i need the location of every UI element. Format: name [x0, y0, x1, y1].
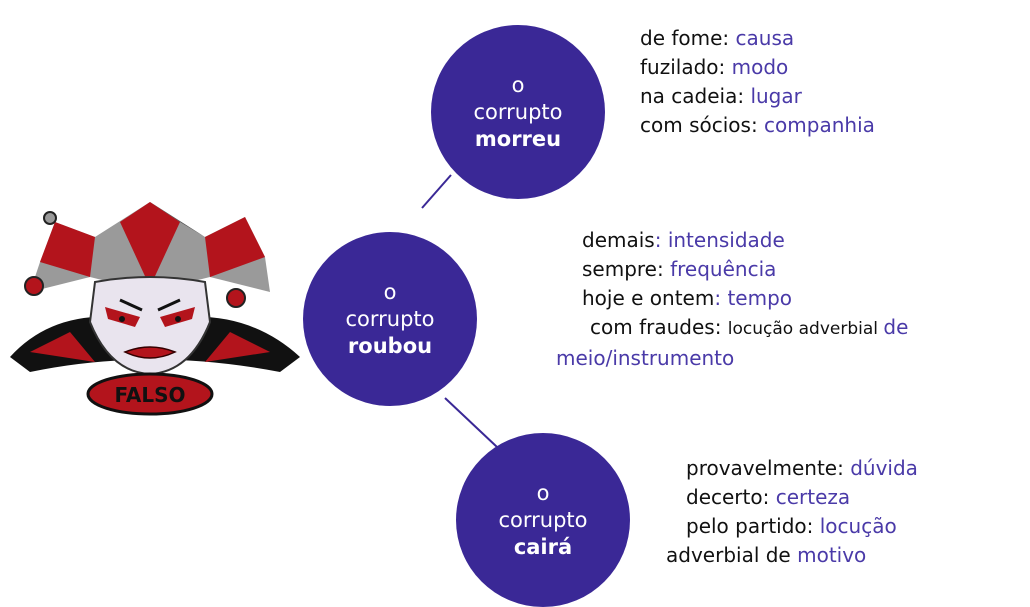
adverbial-term: na cadeia: [640, 84, 751, 108]
adverbial-category: meio/instrumento [556, 346, 735, 370]
subject-noun: corrupto [345, 306, 435, 331]
adverbial-term: hoje e ontem [582, 286, 715, 310]
adverbial-item: demais: intensidade [556, 226, 908, 255]
adverbial-category: motivo [797, 543, 867, 567]
subject-noun: corrupto [498, 507, 588, 532]
adverbial-item: hoje e ontem: tempo [556, 284, 908, 313]
adverbial-term: com sócios: [640, 113, 765, 137]
adverbial-list-roubou: demais: intensidade sempre: frequência h… [556, 226, 908, 373]
adverbial-category: locução [819, 514, 897, 538]
adverbial-term: demais [582, 228, 655, 252]
adverbial-term: adverbial de [666, 543, 798, 567]
adverbial-item: de fome: causa [640, 24, 875, 53]
adverbial-term: fuzilado: [640, 55, 732, 79]
adverbial-category: dúvida [850, 456, 918, 480]
adverbial-term: sempre: [582, 257, 671, 281]
adverbial-item: pelo partido: locução [666, 512, 918, 541]
subject-article: o [536, 480, 550, 505]
adverbial-item: na cadeia: lugar [640, 82, 875, 111]
adverbial-category: frequência [670, 257, 777, 281]
verb-node-roubou: o corrupto roubou [303, 232, 477, 406]
adverbial-category: de [883, 315, 909, 339]
adverbial-item: provavelmente: dúvida [666, 454, 918, 483]
adverbial-item-continuation: meio/instrumento [556, 344, 908, 373]
adverbial-term: pelo partido: [686, 514, 820, 538]
adverbial-term: decerto: [686, 485, 776, 509]
adverbial-item: com fraudes: locução adverbial de [556, 313, 908, 344]
verb-label: cairá [513, 534, 573, 559]
connector-roubou-caira [444, 397, 498, 448]
adverbial-category: companhia [764, 113, 875, 137]
subject-article: o [383, 279, 397, 304]
adverbial-list-caira: provavelmente: dúvida decerto: certeza p… [666, 454, 918, 570]
verb-node-caira: o corrupto cairá [456, 433, 630, 607]
verb-node-morreu: o corrupto morreu [431, 25, 605, 199]
jester-illustration: FALSO [10, 202, 300, 416]
adverbial-item-continuation: adverbial de motivo [666, 541, 918, 570]
falso-badge-text: FALSO [115, 383, 186, 407]
adverbial-list-morreu: de fome: causa fuzilado: modo na cadeia:… [640, 24, 875, 140]
adverbial-item: decerto: certeza [666, 483, 918, 512]
adverbial-note: locução adverbial [727, 319, 884, 339]
adverbial-category: modo [731, 55, 789, 79]
adverbial-category: : intensidade [654, 228, 785, 252]
subject-noun: corrupto [473, 99, 563, 124]
verb-label: morreu [474, 126, 562, 151]
adverbial-item: sempre: frequência [556, 255, 908, 284]
verb-label: roubou [347, 333, 433, 358]
connector-roubou-morreu [421, 174, 452, 209]
subject-article: o [511, 72, 525, 97]
adverbial-term: de fome: [640, 26, 736, 50]
adverbial-term: com fraudes: [590, 315, 728, 339]
adverbial-category: certeza [775, 485, 851, 509]
adverbial-category: : tempo [714, 286, 792, 310]
adverbial-category: lugar [750, 84, 802, 108]
adverbial-term: provavelmente: [686, 456, 851, 480]
adverbial-item: com sócios: companhia [640, 111, 875, 140]
adverbial-category: causa [735, 26, 795, 50]
adverbial-item: fuzilado: modo [640, 53, 875, 82]
